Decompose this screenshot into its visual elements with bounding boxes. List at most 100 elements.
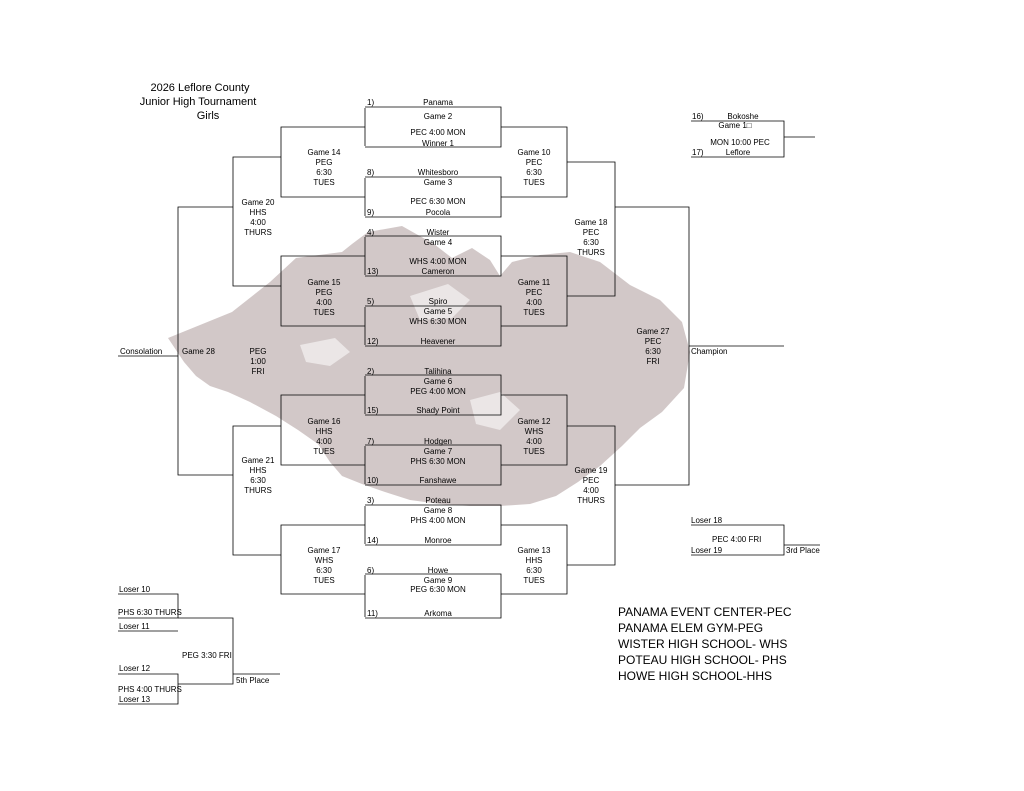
game-day: TUES	[523, 576, 545, 585]
game-info: PEC 4:00 MON	[410, 128, 466, 137]
game-label: Game 7	[423, 447, 453, 456]
fifth-place-bracket	[178, 617, 234, 685]
champion-label: Champion	[691, 347, 728, 356]
game-label: Game 15	[307, 278, 341, 287]
game-day: TUES	[313, 178, 335, 187]
game-label: Game 13	[517, 546, 551, 555]
game-label: Game 9	[423, 576, 453, 585]
game-venue: PEG	[249, 347, 267, 356]
game-label: Game 5	[423, 307, 453, 316]
game-info: PHS 4:00 THURS	[118, 685, 182, 694]
second-round-bracket	[501, 394, 568, 466]
game-day: FRI	[646, 357, 660, 366]
game-venue: HHS	[249, 208, 267, 217]
loser-label: Loser 12	[119, 664, 151, 673]
game-label: Game 12	[517, 417, 551, 426]
team-name: Hodgen	[423, 437, 453, 446]
game-info: PHS 4:00 MON	[410, 516, 466, 525]
seed-label: 11)	[367, 609, 378, 618]
second-round-bracket	[280, 394, 365, 466]
game-info: MON 10:00 PEC	[710, 138, 770, 147]
seed-label: 14)	[367, 536, 379, 545]
team-name: Spiro	[428, 297, 448, 306]
venue-legend-item: WISTER HIGH SCHOOL- WHS	[618, 637, 788, 651]
game-time: 4:00	[526, 298, 542, 307]
game-day: THURS	[577, 496, 605, 505]
seed-label: 5)	[367, 297, 375, 306]
game-label: Game 1□	[718, 121, 752, 130]
team-name: Wister	[426, 228, 450, 237]
loser-label: Loser 10	[119, 585, 151, 594]
game-venue: PEC	[582, 228, 600, 237]
game-venue: HHS	[315, 427, 333, 436]
game-info: PEC 6:30 MON	[410, 197, 466, 206]
second-round-bracket	[280, 524, 365, 595]
game-info: PHS 6:30 THURS	[118, 608, 182, 617]
team-name: Poteau	[425, 496, 451, 505]
game-info: PHS 6:30 MON	[410, 457, 466, 466]
seed-label: 17)	[692, 148, 704, 157]
first-round-game-box	[365, 573, 502, 619]
second-round-bracket	[280, 126, 365, 198]
game-label: Game 3	[423, 178, 453, 187]
team-name: Talihina	[424, 367, 452, 376]
game-label: Game 28	[182, 347, 215, 356]
third-round-bracket	[567, 161, 616, 297]
game-time: 4:00	[316, 298, 332, 307]
play-in-bracket	[691, 120, 785, 158]
consolation-label: Consolation	[120, 347, 163, 356]
game-day: TUES	[313, 447, 335, 456]
loser-label: Loser 11	[119, 622, 150, 631]
team-name: Pocola	[425, 208, 451, 217]
team-name: Panama	[423, 98, 453, 107]
tournament-title-year: 2026 Leflore County	[150, 82, 250, 94]
game-info: PEC 4:00 FRI	[712, 535, 762, 544]
team-name: Arkoma	[424, 609, 452, 618]
game-label: Game 21	[241, 456, 275, 465]
second-round-bracket	[280, 255, 365, 327]
game-label: Game 6	[423, 377, 453, 386]
tournament-title-division: Girls	[196, 110, 220, 122]
team-name: Howe	[427, 566, 449, 575]
game-venue: HHS	[525, 556, 543, 565]
game-day: THURS	[244, 486, 272, 495]
game-time: 6:30	[526, 168, 542, 177]
game-time: 6:30	[526, 566, 542, 575]
seed-label: 8)	[367, 168, 375, 177]
loser-label: Loser 18	[691, 516, 723, 525]
game-venue: PEG	[315, 158, 333, 167]
game-day: TUES	[313, 308, 335, 317]
third-place-bracket	[691, 524, 785, 556]
team-name: Fanshawe	[419, 476, 457, 485]
third-round-bracket	[232, 425, 281, 556]
game-info: WHS 6:30 MON	[409, 317, 467, 326]
second-round-bracket	[501, 524, 568, 595]
game-info: WHS 4:00 MON	[409, 257, 467, 266]
game-time: 6:30	[316, 168, 332, 177]
seed-label: 16)	[692, 112, 704, 121]
fifth-place-bracket	[118, 673, 179, 705]
team-name: Whitesboro	[417, 168, 459, 177]
game-venue: PEC	[525, 288, 543, 297]
game-label: Game 11	[517, 278, 551, 287]
game-venue: WHS	[524, 427, 544, 436]
seed-label: 13)	[367, 267, 379, 276]
fifth-place-label: 5th Place	[236, 676, 270, 685]
game-time: 6:30	[583, 238, 599, 247]
seed-label: 4)	[367, 228, 375, 237]
game-label: Game 10	[517, 148, 551, 157]
game-venue: PEC	[525, 158, 543, 167]
game-time: 4:00	[583, 486, 599, 495]
game-time: 4:00	[316, 437, 332, 446]
game-time: 4:00	[250, 218, 266, 227]
seed-label: 2)	[367, 367, 375, 376]
game-info: PEG 4:00 MON	[410, 387, 466, 396]
tournament-title-name: Junior High Tournament	[139, 96, 257, 108]
game-time: 6:30	[316, 566, 332, 575]
seed-label: 6)	[367, 566, 375, 575]
game-extra: Winner 1	[421, 139, 454, 148]
seed-label: 7)	[367, 437, 375, 446]
seed-label: 1)	[367, 98, 375, 107]
game-venue: WHS	[314, 556, 334, 565]
game-label: Game 27	[636, 327, 670, 336]
